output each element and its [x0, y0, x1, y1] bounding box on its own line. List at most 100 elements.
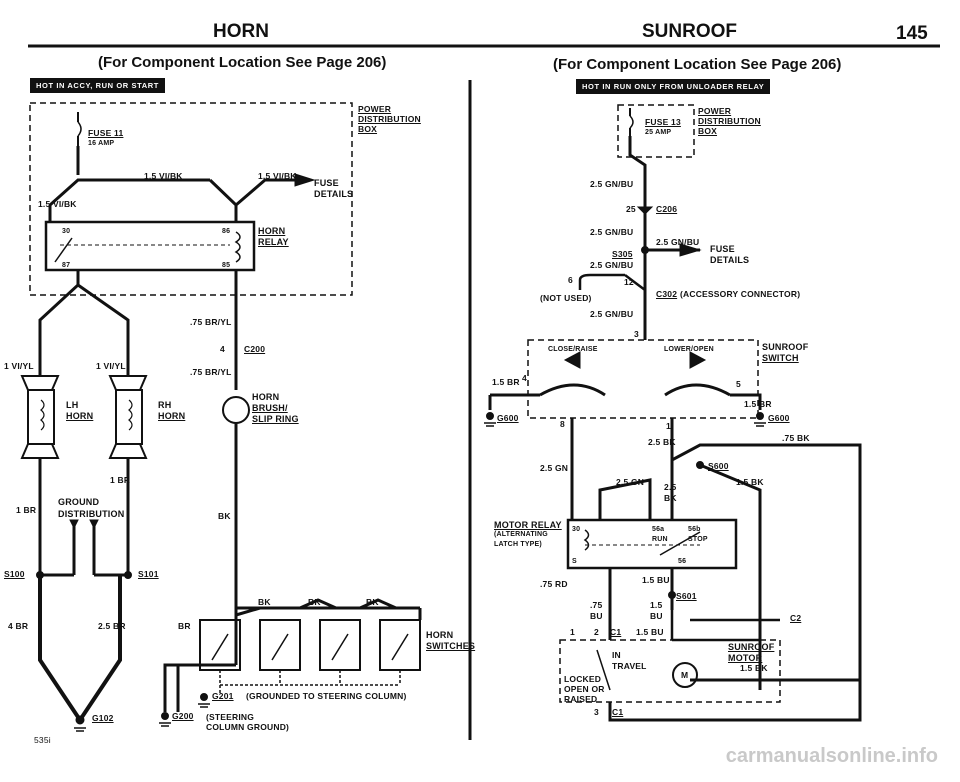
wire-label: .75 BR/YL: [190, 367, 232, 377]
s305-label: S305: [612, 249, 633, 259]
pin-label: 5: [736, 379, 741, 389]
wire-label: 1.5 BR: [744, 399, 772, 409]
horn-fuse-amp: 16 AMP: [88, 140, 115, 147]
horn-switch-bus: [236, 598, 422, 620]
pin-label: 87: [62, 262, 71, 269]
pin-label: 3: [594, 707, 599, 717]
sunroof-motor-box: [559, 639, 781, 703]
wire-label: .75 BK: [782, 433, 810, 443]
watermark: carmanualsonline.info: [725, 745, 938, 767]
c302-label: C302: [656, 289, 678, 299]
horn-ground-wire: [38, 575, 122, 724]
pin-label: 1: [570, 627, 575, 637]
horn-brush-symbol: [222, 396, 250, 424]
lower-open-label: LOWER/OPEN: [664, 346, 714, 353]
not-used-label: (NOT USED): [540, 293, 592, 303]
pin-label: 3: [634, 329, 639, 339]
wire-label: 1 VI/YL: [4, 361, 34, 371]
sunroof-power-box-outline: [617, 104, 695, 158]
sunroof-feed-wire: [628, 136, 647, 290]
g600-left-label: G600: [497, 413, 519, 423]
wire-label: 1.5 BU: [636, 627, 664, 637]
horn-title: HORN: [213, 21, 269, 42]
relay-run-label: RUN: [652, 536, 668, 543]
sunroof-motor-symbol: [672, 662, 698, 688]
wire-label: 1 BR: [110, 475, 131, 485]
sunroof-hot-badge: HOT IN RUN ONLY FROM UNLOADER RELAY: [576, 79, 771, 94]
pin-label: 4: [522, 373, 527, 383]
wire-label: 1 VI/YL: [96, 361, 126, 371]
page-number: 145: [896, 23, 928, 44]
g200-label: G200: [172, 711, 194, 721]
pin-label: 25: [626, 204, 636, 214]
wire-label: .75 RD: [540, 579, 568, 589]
horn-hot-badge: HOT IN ACCY, RUN OR START: [30, 78, 165, 93]
c2-label: C2: [790, 613, 802, 623]
sunroof-subtitle: (For Component Location See Page 206): [553, 56, 842, 73]
sunroof-switch-out-wires: [570, 418, 862, 682]
horn-feed-wire: [49, 146, 295, 208]
wire-label: 1 BR: [16, 505, 37, 515]
wire-label: 2.5 GN/BU: [590, 179, 634, 189]
horn-relay-contact: [54, 237, 73, 263]
g102-label: G102: [92, 713, 114, 723]
pin-label: 30: [572, 526, 581, 533]
wire-label: 2.5 GN: [616, 477, 645, 487]
sunroof-title: SUNROOF: [642, 21, 737, 42]
wire-label: 1.5 BK: [736, 477, 764, 487]
c1-bottom-label: C1: [612, 707, 624, 717]
pin-label: S: [572, 558, 577, 565]
g201-label: G201: [212, 691, 234, 701]
wire-label: 4 BR: [8, 621, 29, 631]
sunroof-motor-relay-box: [566, 518, 738, 570]
wire-label: 2.5 BR: [98, 621, 126, 631]
horn-relay-coil: [234, 231, 241, 263]
pin-label: 6: [568, 275, 573, 285]
motor-m-label: M: [681, 670, 689, 680]
horn-fuse-details-arrow: [294, 173, 316, 187]
wire-label: BK: [366, 597, 379, 607]
pin-label: 56b: [688, 526, 701, 533]
g600-right-label: G600: [768, 413, 790, 423]
wire-label: BK: [308, 597, 321, 607]
horn-fuse-label: FUSE 11: [88, 128, 124, 138]
horn-relay-box: [44, 220, 256, 272]
g201-note: (GROUNDED TO STEERING COLUMN): [246, 691, 407, 701]
horn-subtitle: (For Component Location See Page 206): [98, 54, 387, 71]
pin-label: 4: [220, 344, 225, 354]
horn-switch-2: [259, 619, 301, 671]
sunroof-switch-box: [527, 339, 759, 419]
horn-switch-4: [379, 619, 421, 671]
wire-label: 1.5 BK: [740, 663, 768, 673]
horn-relay-output-wire: [38, 270, 130, 330]
sunroof-fuse-label: FUSE 13: [645, 117, 681, 127]
horn-switch-1: [199, 619, 241, 671]
s101-label: S101: [138, 569, 159, 579]
lh-horn-symbol: [27, 389, 55, 445]
pin-label: 8: [560, 419, 565, 429]
pin-label: 86: [222, 228, 231, 235]
s601-label: S601: [676, 591, 697, 601]
c200-label: C200: [244, 344, 266, 354]
wire-label: 2.5 GN/BU: [590, 227, 634, 237]
wire-label: BK: [258, 597, 271, 607]
